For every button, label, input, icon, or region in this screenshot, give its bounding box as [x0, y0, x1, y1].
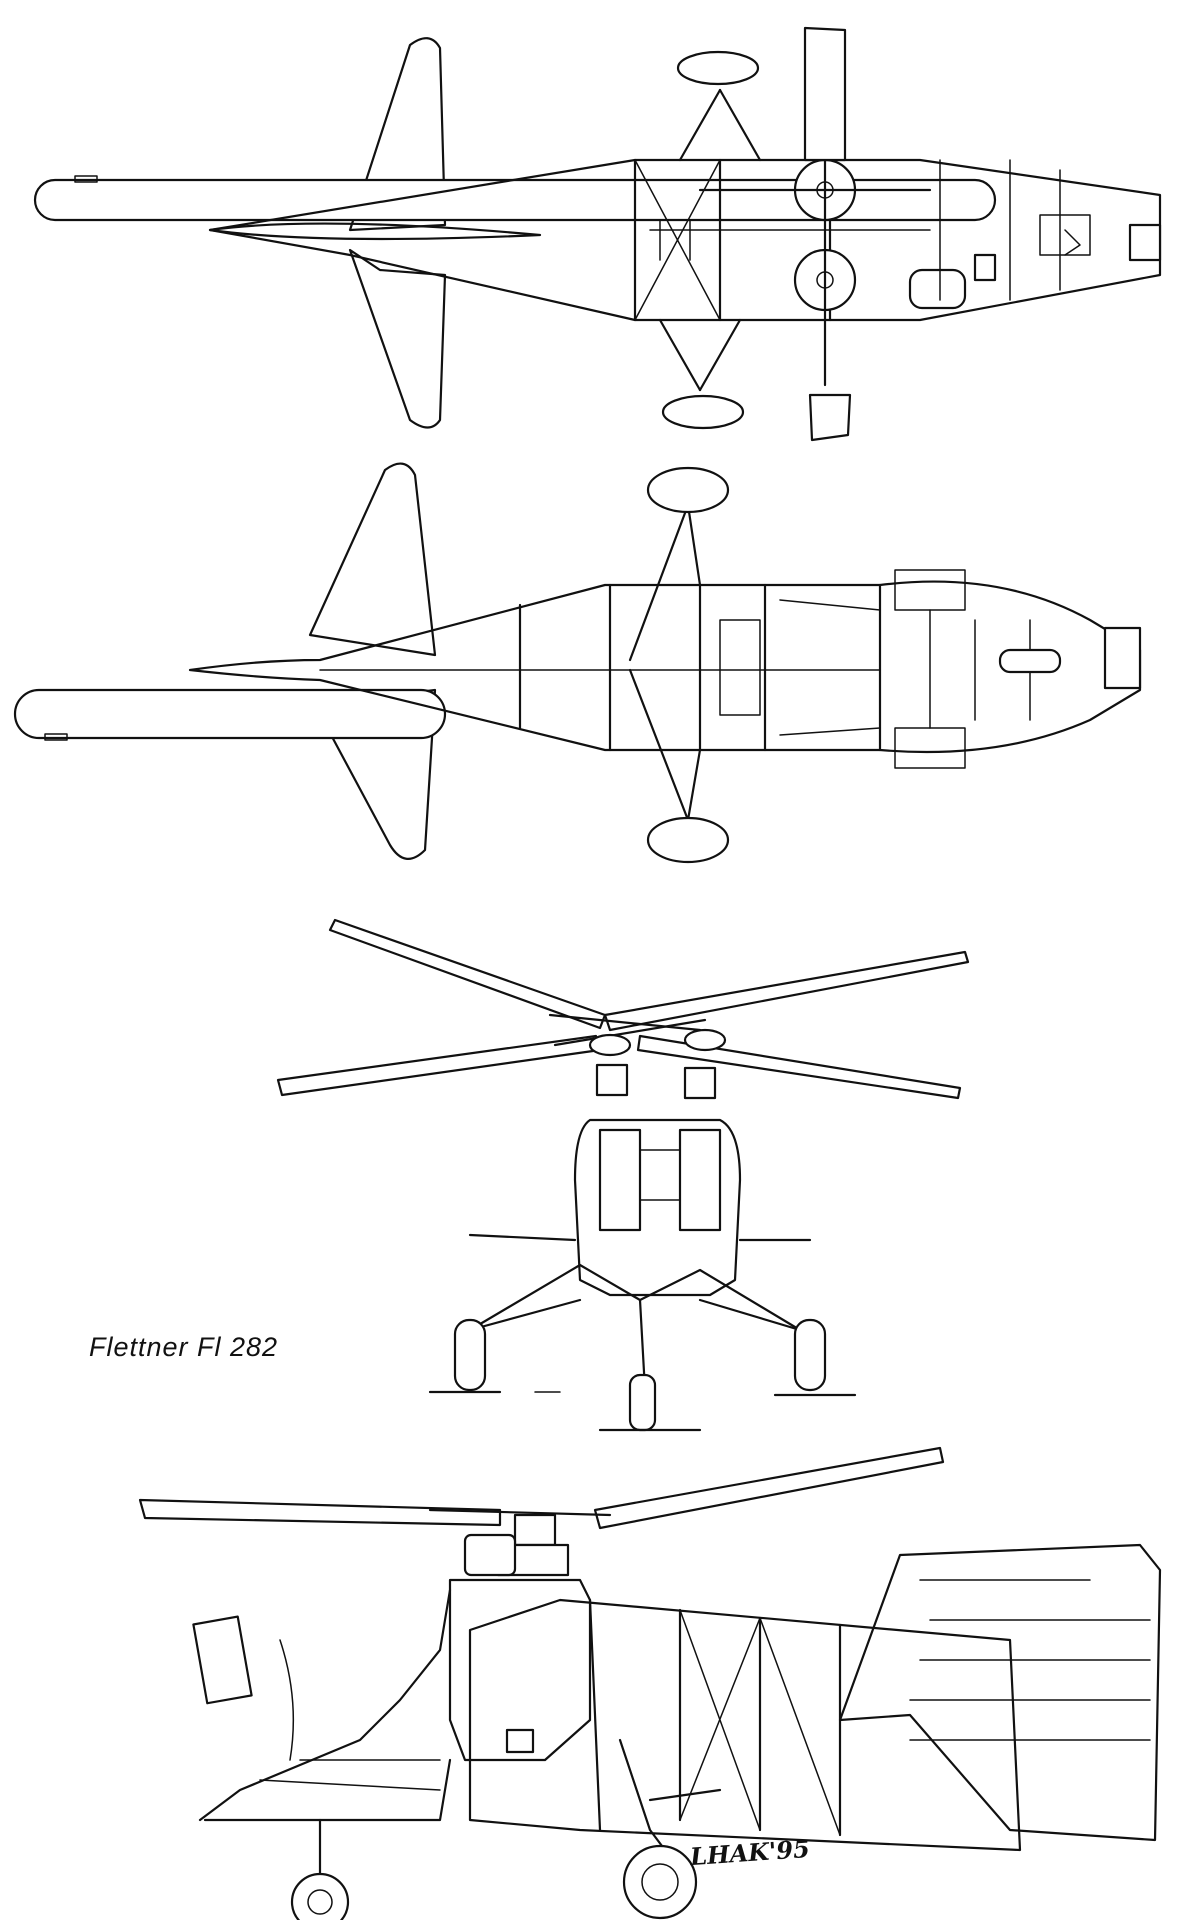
top-view-with-rotor	[33, 26, 1162, 442]
aircraft-title: Flettner Fl 282	[89, 1332, 279, 1362]
top-view-without-rotor	[13, 462, 1142, 864]
front-view	[276, 918, 970, 1432]
side-view	[138, 1446, 1162, 1920]
